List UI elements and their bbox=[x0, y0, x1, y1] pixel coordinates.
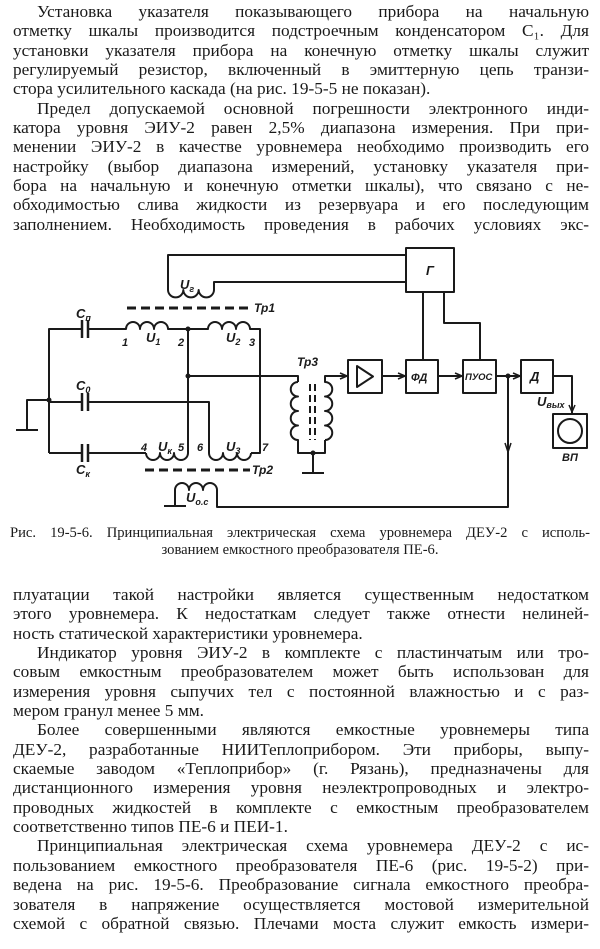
arrow-icon bbox=[339, 372, 348, 380]
generator-block bbox=[405, 247, 455, 293]
coil-u3 bbox=[208, 452, 252, 461]
text-line: заполнением. Необходимость проведения в … bbox=[13, 214, 589, 234]
label-terminal: 2 bbox=[177, 337, 184, 349]
text-line: ведена на рис. 19-5-6. Преобразование си… bbox=[13, 875, 589, 895]
label-c-0: C0 bbox=[76, 378, 90, 395]
label-terminal: 6 bbox=[197, 442, 204, 454]
label-puos: ПУОС bbox=[465, 372, 493, 383]
label-demodulator: Д bbox=[529, 369, 540, 384]
label-u-1: U1 bbox=[146, 330, 160, 347]
label-terminal: 1 bbox=[122, 337, 128, 349]
arrow-icon bbox=[504, 442, 512, 453]
text-line: Предел допускаемой основной погрешности … bbox=[37, 98, 589, 118]
text-line: Принципиальная электрическая схема уровн… bbox=[37, 836, 589, 856]
label-generator: Г bbox=[426, 263, 435, 278]
arrow-icon bbox=[454, 372, 463, 380]
label-terminal: 4 bbox=[140, 442, 147, 454]
text-line: обходимостью слива жидкости из резервуар… bbox=[13, 195, 589, 215]
wire-bridge-out bbox=[188, 375, 299, 382]
coil-uoc bbox=[174, 376, 509, 508]
ground-left bbox=[16, 399, 49, 431]
label-phase-detector: ФД bbox=[411, 372, 427, 384]
text-block-top: Установка указателя показывающего прибор… bbox=[13, 2, 589, 234]
label-u-g: Uг bbox=[180, 277, 194, 294]
label-tr3: Тр3 bbox=[297, 355, 318, 369]
label-tr2: Тр2 bbox=[252, 463, 273, 477]
label-terminal: 7 bbox=[262, 442, 269, 454]
text-line: стора усилительного каскада (на рис. 19-… bbox=[13, 79, 431, 99]
amplifier-block bbox=[347, 359, 383, 394]
label-c-k: Cк bbox=[76, 462, 90, 479]
text-line: измерения уровня сыпучих тел с постоянно… bbox=[13, 681, 589, 701]
indicator-block bbox=[552, 413, 588, 449]
text-line: скаемые заводом «Теплоприбор» (г. Рязань… bbox=[13, 759, 589, 779]
text-line: мером гранул менее 5 мм. bbox=[13, 701, 204, 721]
text-line: установки указателя прибора на конечную … bbox=[13, 40, 589, 60]
text-line: настройку (выбор диапазона измерений, ус… bbox=[13, 156, 589, 176]
text-line: плуатации такой настройки является сущес… bbox=[13, 585, 589, 604]
label-indicator: ВП bbox=[562, 452, 579, 464]
wire-g-puos bbox=[443, 292, 481, 360]
label-u-k: Uк bbox=[158, 439, 172, 456]
figure-caption: зованием емкостного преобразователя ПЕ-6… bbox=[161, 542, 439, 558]
label-u-3: U3 bbox=[226, 439, 240, 456]
text-line: бора на начальную и конечную отметки шка… bbox=[13, 176, 589, 196]
node-dot bbox=[46, 397, 52, 403]
wire-generator-top bbox=[167, 254, 406, 290]
text-line: отметку шкалы производится подстроечным … bbox=[13, 21, 589, 41]
text-line: дистанционного измерения уровня неэлектр… bbox=[13, 778, 589, 798]
circuit-diagram: Г ФД ПУОС Д ВП Тр1 Тр2 Тр3 Uг U1 U2 Uк U… bbox=[16, 247, 588, 508]
text-line: пользованием емкостного преобразователя … bbox=[13, 855, 589, 875]
text-block-bottom: плуатации такой настройки является сущес… bbox=[13, 585, 589, 933]
coil-uk bbox=[145, 452, 189, 461]
text-line: совым емкостным преобразователем может б… bbox=[13, 662, 589, 682]
indicator-dial-icon bbox=[557, 418, 583, 444]
text-line: зователя в напряжение осуществляется мос… bbox=[13, 894, 589, 914]
label-u-out: Uвых bbox=[537, 394, 566, 410]
node-dot bbox=[310, 450, 316, 456]
coil-tr3-secondary bbox=[324, 375, 348, 441]
node-dot bbox=[185, 373, 191, 379]
amplifier-triangle-icon bbox=[356, 365, 374, 388]
text-line: проводных жидкостей в комплекте с емкост… bbox=[13, 797, 589, 817]
label-c-p: Cп bbox=[76, 306, 91, 323]
label-terminal: 3 bbox=[249, 337, 255, 349]
label-u-2: U2 bbox=[226, 330, 240, 347]
node-dot bbox=[505, 373, 511, 379]
node-dot bbox=[185, 326, 191, 332]
arrow-icon bbox=[568, 404, 576, 413]
text-line: регулируемый резистор, включенный в эмит… bbox=[13, 60, 589, 80]
wire-c0 bbox=[49, 401, 210, 453]
arrow-icon bbox=[397, 372, 406, 380]
text-line: ность статической характеристики уровнем… bbox=[13, 623, 363, 643]
figure-caption: Рис. 19-5-6. Принципиальная электрическа… bbox=[10, 525, 590, 541]
text-line: ДЕУ-2, разработанные НИИТеплоприбором. Э… bbox=[13, 739, 589, 759]
label-tr1: Тр1 bbox=[254, 301, 275, 315]
wire-left-rail bbox=[48, 328, 82, 453]
text-line: Установка указателя показывающего прибор… bbox=[37, 2, 589, 21]
text-line: схемой с обратной связью. Плечами моста … bbox=[13, 913, 589, 933]
text-line: менении ЭИУ-2 в качестве уровнемера необ… bbox=[13, 137, 589, 157]
ground-tr3 bbox=[302, 453, 324, 474]
label-u-oc: Uо.с bbox=[186, 490, 208, 507]
text-line: Более совершенными являются емкостные ур… bbox=[37, 720, 589, 740]
text-line: Индикатор уровня ЭИУ-2 в комплекте с пла… bbox=[37, 643, 589, 663]
arrow-icon bbox=[512, 372, 521, 380]
coil-u1-u2 bbox=[88, 321, 261, 454]
wire-out bbox=[553, 375, 573, 414]
text-line: соответственно типов ПЕ-6 и ПЕИ-1. bbox=[13, 817, 288, 837]
text-line: катора уровня ЭИУ-2 равен 2,5% диапазона… bbox=[13, 118, 589, 138]
coil-tr3-primary bbox=[289, 381, 326, 454]
text-line: этого уровнемера. К недостаткам следует … bbox=[13, 604, 589, 624]
coil-ug bbox=[167, 281, 406, 299]
label-terminal: 5 bbox=[178, 442, 185, 454]
